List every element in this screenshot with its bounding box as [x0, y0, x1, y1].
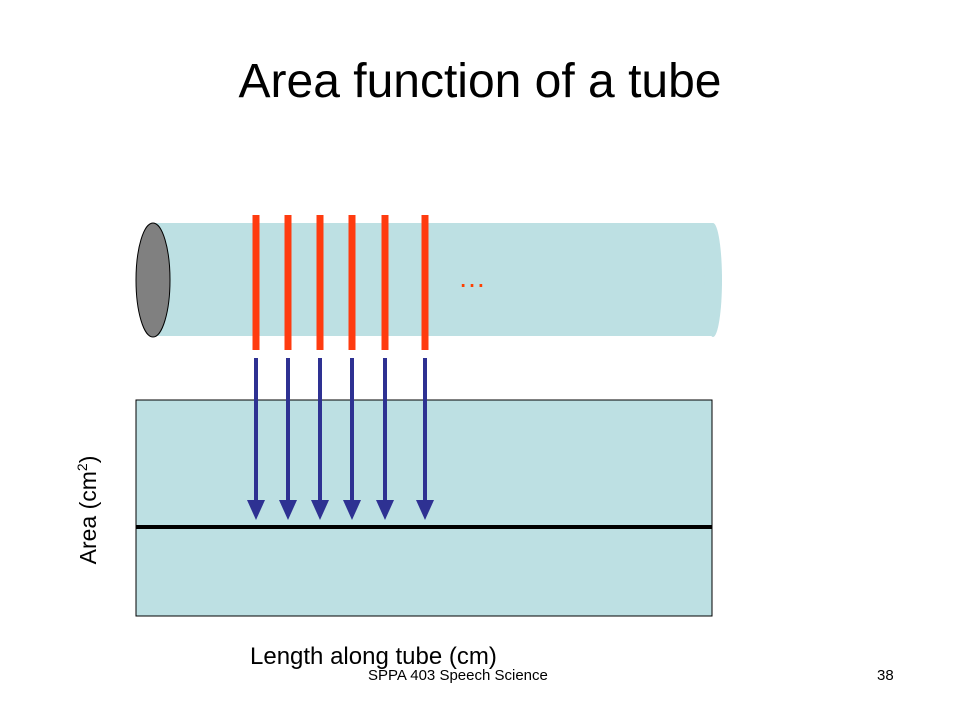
y-axis-label: Area (cm2) [74, 456, 102, 565]
x-axis-label: Length along tube (cm) [250, 643, 497, 670]
slide-footer: SPPA 403 Speech Science [368, 667, 548, 684]
y-axis-label-text: Area (cm [74, 471, 101, 565]
y-axis-label-close: ) [74, 455, 101, 464]
tube-open-end [135, 222, 171, 338]
tube-body [153, 223, 713, 336]
arrows [247, 358, 434, 520]
arrow-head-5 [376, 500, 394, 520]
arrow-head-2 [279, 500, 297, 520]
arrow-head-3 [311, 500, 329, 520]
arrow-head-1 [247, 500, 265, 520]
tube-right-end [704, 223, 722, 337]
page-number: 38 [877, 667, 894, 684]
continuation-ellipsis: … [458, 262, 489, 293]
slice-lines [252, 215, 429, 350]
y-axis-label-superscript: 2 [74, 463, 91, 472]
arrow-head-4 [343, 500, 361, 520]
slide-title: Area function of a tube [238, 55, 722, 108]
arrow-head-6 [416, 500, 434, 520]
